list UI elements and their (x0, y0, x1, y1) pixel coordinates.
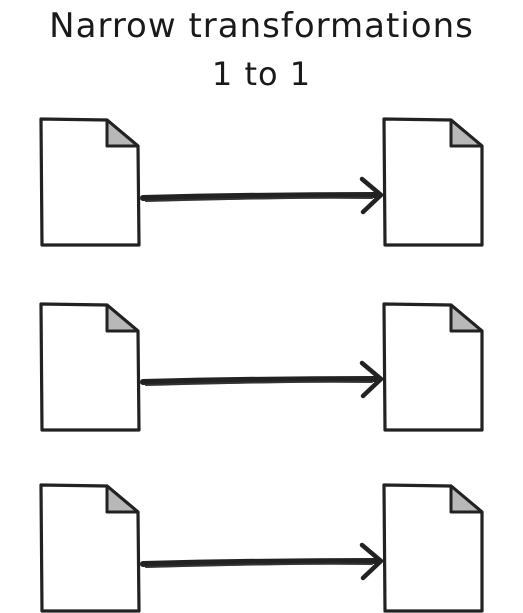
arrow-icon (143, 545, 381, 578)
source-document-icon (41, 485, 139, 611)
arrow-icon (143, 363, 381, 396)
target-document-icon (384, 304, 482, 430)
source-document-icon (41, 119, 139, 245)
target-document-icon (384, 119, 482, 245)
target-document-icon (384, 485, 482, 611)
arrow-icon (143, 179, 381, 212)
mapping-row-2 (41, 304, 482, 430)
mapping-row-3 (41, 485, 482, 611)
source-document-icon (41, 304, 139, 430)
mapping-row-1 (41, 119, 482, 245)
